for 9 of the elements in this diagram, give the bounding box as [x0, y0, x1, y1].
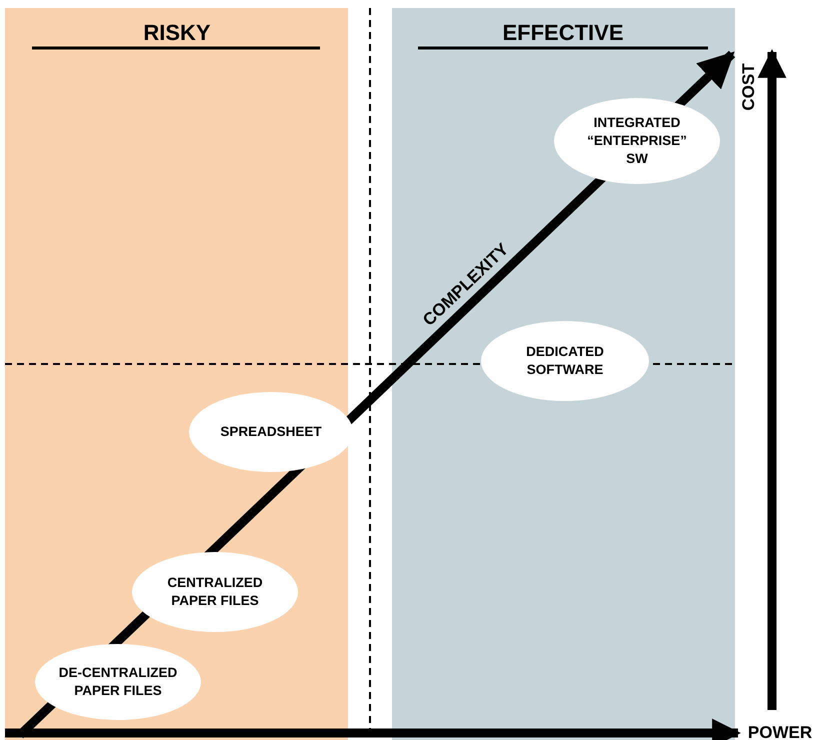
node-label: INTEGRATED “ENTERPRISE” SW — [586, 114, 688, 168]
node-label: DE-CENTRALIZED PAPER FILES — [58, 664, 178, 700]
axis-label: COST — [739, 63, 759, 111]
node-label: DEDICATED SOFTWARE — [525, 343, 605, 379]
node-label: CENTRALIZED PAPER FILES — [166, 574, 264, 610]
node-label: SPREADSHEET — [220, 423, 322, 441]
axis-label: POWER — [748, 723, 812, 740]
zone-heading: EFFECTIVE — [502, 20, 624, 46]
zone-heading: RISKY — [143, 20, 211, 46]
